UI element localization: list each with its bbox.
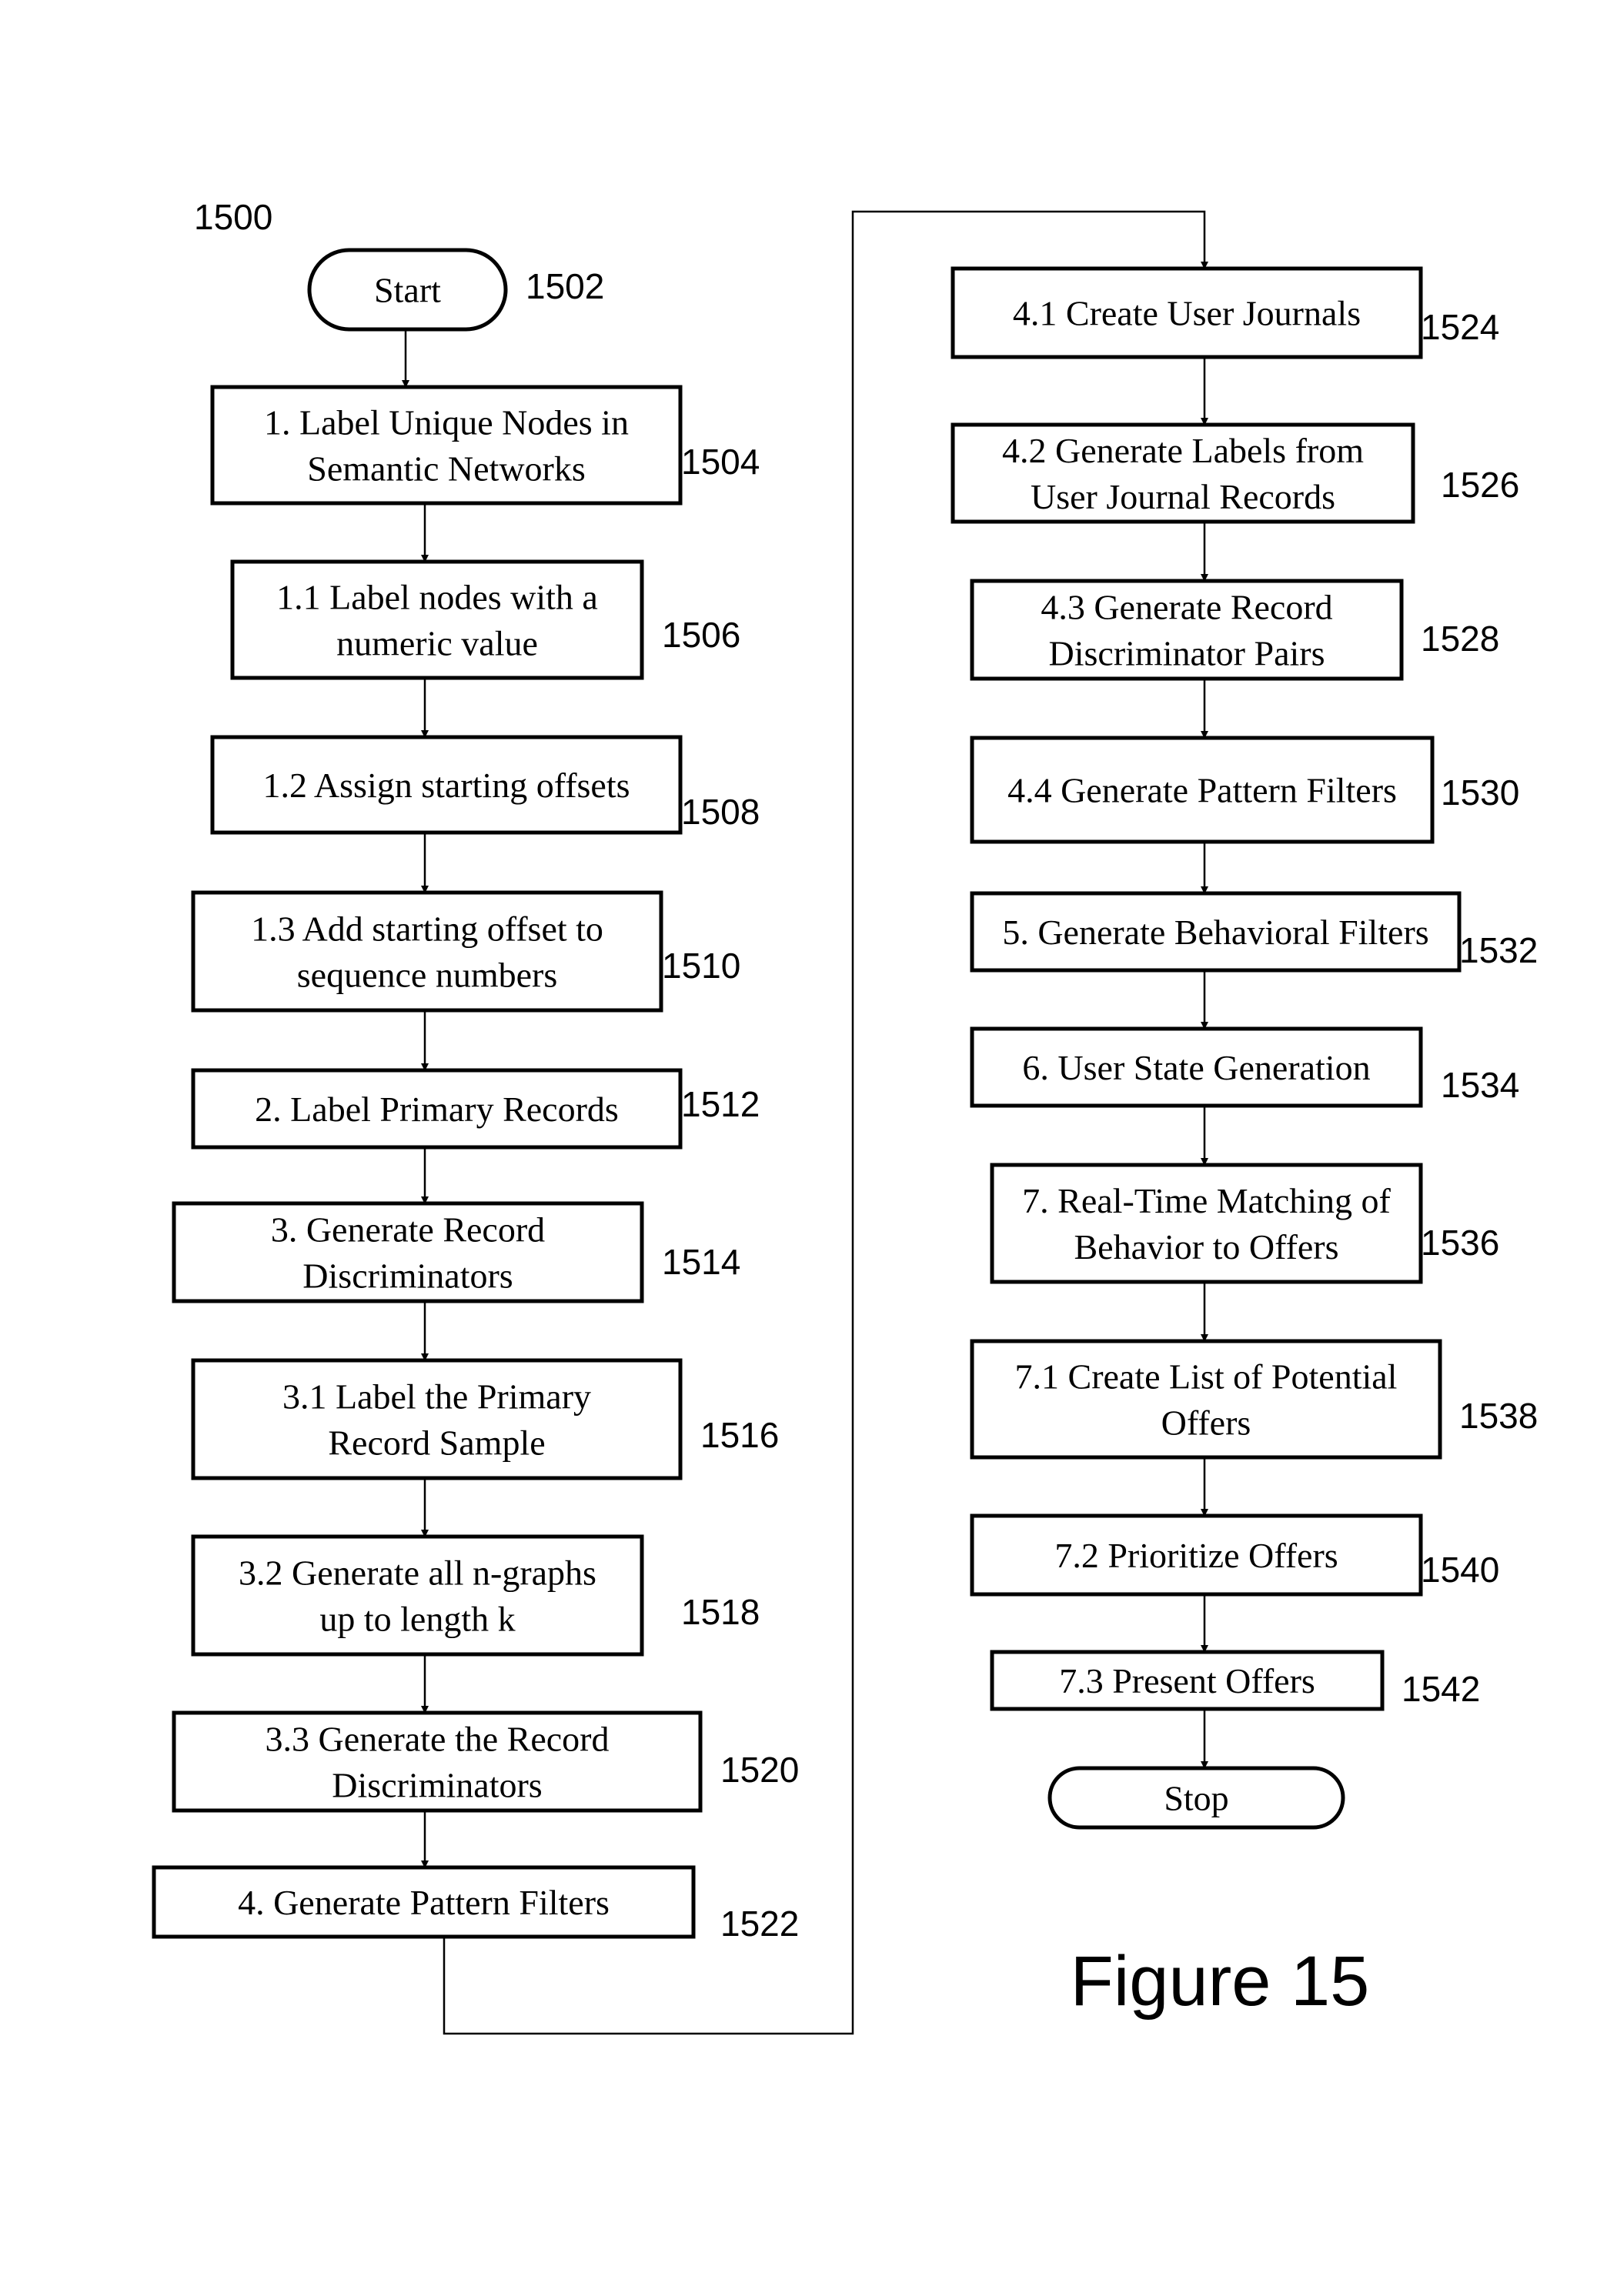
node-reference-number: 1506 bbox=[662, 615, 740, 655]
flow-node-n1510: 1.3 Add starting offset to sequence numbe… bbox=[193, 893, 740, 1010]
node-label-line: 4.1 Create User Journals bbox=[1013, 294, 1361, 333]
node-label-line: 1.2 Assign starting offsets bbox=[262, 766, 630, 805]
node-label-line: Discriminator Pairs bbox=[1049, 634, 1325, 673]
flow-node-n1542: 7.3 Present Offers 1542 bbox=[992, 1652, 1480, 1709]
node-reference-number: 1518 bbox=[681, 1592, 760, 1632]
flow-node-n1506: 1.1 Label nodes with a numeric value 1506 bbox=[232, 562, 740, 678]
flow-node-n1532: 5. Generate Behavioral Filters 1532 bbox=[972, 893, 1538, 970]
node-label-line: sequence numbers bbox=[297, 956, 558, 995]
node-reference-number: 1530 bbox=[1441, 773, 1519, 813]
node-reference-number: 1526 bbox=[1441, 465, 1519, 505]
node-reference-number: 1528 bbox=[1421, 619, 1499, 659]
flow-node-stop: Stop bbox=[1050, 1768, 1343, 1827]
node-label-line: 4.3 Generate Record bbox=[1041, 588, 1332, 627]
figure-caption: Figure 15 bbox=[1071, 1942, 1370, 2021]
node-reference-number: 1536 bbox=[1421, 1223, 1499, 1263]
node-label-line: 3. Generate Record bbox=[271, 1210, 545, 1250]
node-reference-number: 1532 bbox=[1459, 930, 1538, 970]
node-reference-number: 1514 bbox=[662, 1242, 740, 1282]
node-reference-number: 1534 bbox=[1441, 1065, 1519, 1105]
node-label-line: User Journal Records bbox=[1031, 477, 1335, 516]
node-reference-number: 1516 bbox=[700, 1415, 779, 1455]
node-reference-number: 1502 bbox=[526, 266, 604, 306]
node-reference-number: 1510 bbox=[662, 946, 740, 986]
diagram-reference-label: 1500 bbox=[194, 197, 272, 237]
node-label-line: 3.2 Generate all n-graphs bbox=[239, 1553, 596, 1593]
flow-node-n1528: 4.3 Generate RecordDiscriminator Pairs 15… bbox=[972, 581, 1499, 679]
node-label-line: Stop bbox=[1164, 1779, 1228, 1818]
node-reference-number: 1540 bbox=[1421, 1550, 1499, 1590]
flow-node-n1526: 4.2 Generate Labels fromUser Journal Rec… bbox=[953, 425, 1519, 522]
node-label-line: Semantic Networks bbox=[307, 449, 586, 489]
flow-node-start: Start 1502 bbox=[309, 250, 604, 329]
flow-node-n1534: 6. User State Generation 1534 bbox=[972, 1029, 1519, 1106]
node-label-line: 2. Label Primary Records bbox=[255, 1090, 619, 1129]
node-reference-number: 1542 bbox=[1402, 1669, 1480, 1709]
flow-node-n1540: 7.2 Prioritize Offers 1540 bbox=[972, 1516, 1499, 1594]
node-label-line: 7.3 Present Offers bbox=[1059, 1661, 1315, 1700]
node-label-line: 3.3 Generate the Record bbox=[265, 1720, 609, 1759]
node-label-line: Start bbox=[374, 271, 441, 310]
node-reference-number: 1520 bbox=[720, 1750, 799, 1790]
node-label-line: 7.1 Create List of Potential bbox=[1015, 1357, 1398, 1397]
node-label-line: up to length k bbox=[319, 1600, 515, 1639]
node-label-line: Discriminators bbox=[302, 1256, 513, 1296]
node-reference-number: 1524 bbox=[1421, 307, 1499, 347]
node-reference-number: 1504 bbox=[681, 442, 760, 482]
node-label-line: 4.2 Generate Labels from bbox=[1002, 431, 1364, 470]
node-reference-number: 1512 bbox=[681, 1084, 760, 1124]
node-label-line: Record Sample bbox=[328, 1423, 545, 1463]
flow-node-n1522: 4. Generate Pattern Filters 1522 bbox=[154, 1867, 799, 1944]
node-label-line: 5. Generate Behavioral Filters bbox=[1002, 913, 1428, 952]
node-label-line: 3.1 Label the Primary bbox=[282, 1377, 591, 1417]
flow-node-n1514: 3. Generate RecordDiscriminators 1514 bbox=[174, 1203, 740, 1301]
node-label-line: numeric value bbox=[336, 624, 538, 663]
node-label-line: 1. Label Unique Nodes in bbox=[264, 403, 629, 442]
node-reference-number: 1522 bbox=[720, 1904, 799, 1944]
node-label-line: 7.2 Prioritize Offers bbox=[1054, 1536, 1338, 1575]
flow-node-n1520: 3.3 Generate the RecordDiscriminators 152… bbox=[174, 1713, 799, 1810]
node-label-line: 7. Real-Time Matching of bbox=[1022, 1181, 1391, 1220]
node-reference-number: 1508 bbox=[681, 792, 760, 832]
node-label-line: 4. Generate Pattern Filters bbox=[238, 1883, 610, 1922]
flow-node-n1518: 3.2 Generate all n-graphs up to length k 1… bbox=[193, 1537, 760, 1654]
node-layer: Start 1502 1. Label Unique Nodes in Semanti… bbox=[154, 250, 1538, 1944]
node-reference-number: 1538 bbox=[1459, 1396, 1538, 1436]
flow-node-n1536: 7. Real-Time Matching of Behavior to Offe… bbox=[992, 1165, 1499, 1282]
node-label-line: 4.4 Generate Pattern Filters bbox=[1007, 771, 1397, 810]
node-label-line: Discriminators bbox=[332, 1766, 542, 1805]
node-label-line: Offers bbox=[1161, 1403, 1251, 1443]
flow-node-n1524: 4.1 Create User Journals 1524 bbox=[953, 269, 1499, 357]
flow-node-n1538: 7.1 Create List of PotentialOffers 1538 bbox=[972, 1341, 1538, 1457]
flow-node-n1530: 4.4 Generate Pattern Filters 1530 bbox=[972, 738, 1519, 842]
flow-node-n1508: 1.2 Assign starting offsets 1508 bbox=[212, 737, 760, 833]
flow-node-n1516: 3.1 Label the PrimaryRecord Sample 1516 bbox=[193, 1360, 779, 1478]
node-label-line: Behavior to Offers bbox=[1074, 1227, 1338, 1266]
flow-node-n1512: 2. Label Primary Records 1512 bbox=[193, 1070, 760, 1147]
node-label-line: 6. User State Generation bbox=[1022, 1048, 1370, 1087]
node-label-line: 1.3 Add starting offset to bbox=[251, 909, 603, 949]
node-label-line: 1.1 Label nodes with a bbox=[276, 578, 598, 617]
flow-node-n1504: 1. Label Unique Nodes in Semantic Network… bbox=[212, 387, 760, 503]
